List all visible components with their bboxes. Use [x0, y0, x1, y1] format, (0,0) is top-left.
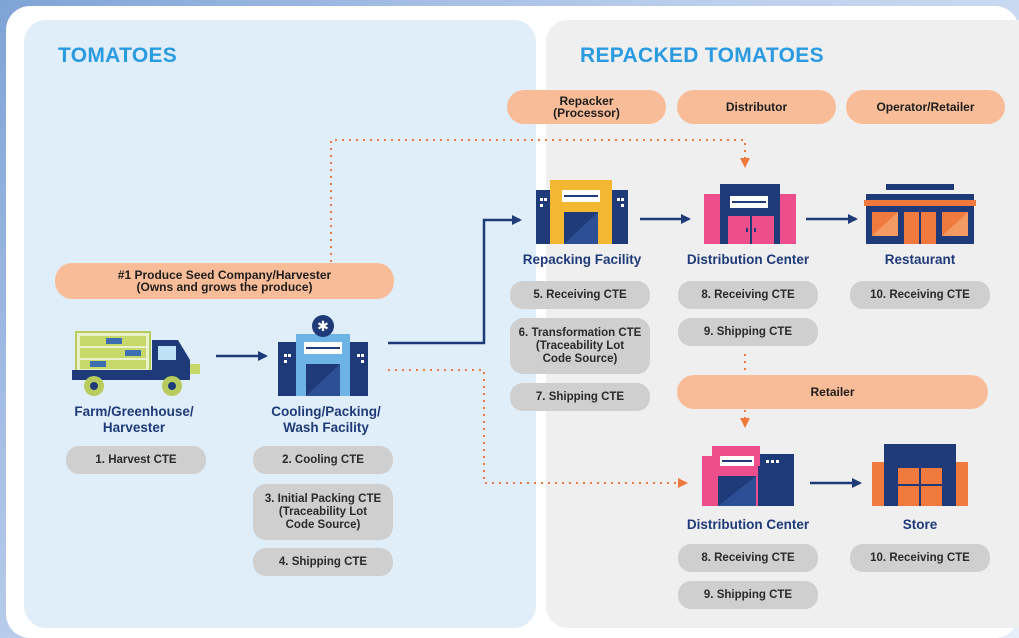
repacked-tomatoes-title: REPACKED TOMATOES	[580, 44, 824, 67]
node-distribution-top-label: Distribution Center	[686, 252, 810, 267]
cte-receiving-5: 5. Receiving CTE	[510, 281, 650, 309]
distribution-center-icon	[704, 184, 796, 244]
node-repacking-label: Repacking Facility	[522, 252, 642, 267]
dotted-cooling-to-bottom-distribution	[388, 369, 688, 488]
cte-shipping-9-top: 9. Shipping CTE	[678, 318, 818, 346]
cooling-facility-icon: ✱	[278, 315, 368, 396]
role-repacker: Repacker (Processor)	[507, 90, 666, 124]
role-retailer: Retailer	[677, 375, 988, 409]
node-distribution-bottom-label: Distribution Center	[686, 517, 810, 532]
role-seed-company: #1 Produce Seed Company/Harvester (Owns …	[55, 263, 394, 299]
node-cooling-label: Cooling/Packing/ Wash Facility	[271, 404, 381, 435]
role-distributor: Distributor	[677, 90, 836, 124]
cte-receiving-8-top: 8. Receiving CTE	[678, 281, 818, 309]
cte-shipping-9-bottom: 9. Shipping CTE	[678, 581, 818, 609]
node-store-label: Store	[902, 517, 938, 532]
node-farm-label: Farm/Greenhouse/ Harvester	[74, 404, 194, 435]
cte-transformation-6: 6. Transformation CTE (Traceability Lot …	[510, 318, 650, 374]
cte-shipping-4: 4. Shipping CTE	[253, 548, 393, 576]
distribution-center-icon-2	[702, 446, 794, 506]
truck-icon	[72, 331, 200, 396]
arrow-cooling-to-repacking	[388, 215, 522, 345]
role-operator-retailer: Operator/Retailer	[846, 90, 1005, 124]
store-icon	[872, 444, 968, 506]
svg-text:✱: ✱	[317, 319, 329, 335]
repacking-facility-icon	[536, 180, 628, 244]
dotted-seed-to-distribution	[330, 139, 750, 262]
restaurant-icon	[864, 184, 976, 244]
node-restaurant-label: Restaurant	[884, 252, 956, 267]
tomatoes-title: TOMATOES	[58, 44, 178, 67]
cte-cooling: 2. Cooling CTE	[253, 446, 393, 474]
cte-receiving-10-top: 10. Receiving CTE	[850, 281, 990, 309]
cte-receiving-10-bottom: 10. Receiving CTE	[850, 544, 990, 572]
cte-harvest: 1. Harvest CTE	[66, 446, 206, 474]
cte-shipping-7: 7. Shipping CTE	[510, 383, 650, 411]
cte-receiving-8-bottom: 8. Receiving CTE	[678, 544, 818, 572]
cte-initial-packing: 3. Initial Packing CTE (Traceability Lot…	[253, 484, 393, 540]
